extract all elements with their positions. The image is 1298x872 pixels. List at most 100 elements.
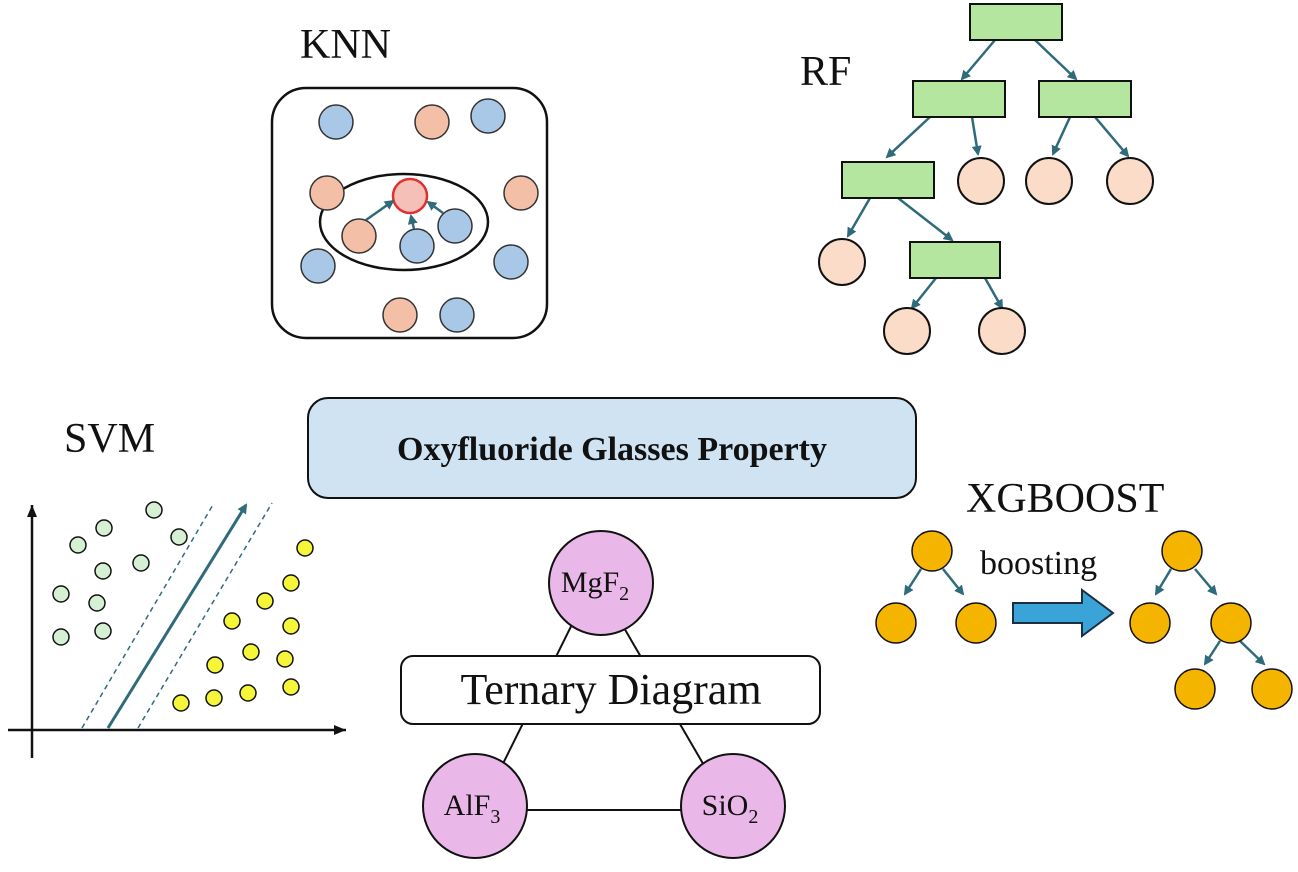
knn-query-point xyxy=(391,177,429,215)
xgb-node xyxy=(911,530,953,572)
xgb-tree-2-nodes xyxy=(1129,530,1293,710)
xgb-node xyxy=(1161,530,1203,572)
center-box xyxy=(307,397,917,499)
xgb-node xyxy=(1210,602,1252,644)
xgb-node xyxy=(1129,602,1171,644)
rf-leaf-node xyxy=(957,157,1005,205)
knn-point-salmon xyxy=(309,175,345,211)
xgb-tree-1-nodes xyxy=(875,530,997,644)
svm-title: SVM xyxy=(64,416,155,462)
ternary-vertex xyxy=(422,753,528,859)
knn-point-salmon xyxy=(341,218,377,254)
svm-point-green xyxy=(52,585,70,603)
knn-neighborhood-ellipse xyxy=(318,172,490,272)
knn-points xyxy=(300,98,539,333)
svm-point-yellow xyxy=(256,592,274,610)
svm-point-green xyxy=(94,622,112,640)
svm-point-green xyxy=(145,501,163,519)
svm-point-yellow xyxy=(206,656,224,674)
svm-point-yellow xyxy=(172,694,190,712)
svm-point-green xyxy=(132,554,150,572)
xgboost-title: XGBOOST xyxy=(966,476,1164,522)
knn-neighbor-arrows xyxy=(365,199,444,230)
center-title-box: Oxyfluoride Glasses Property xyxy=(307,397,917,499)
xgboost-panel: XGBOOST boosting xyxy=(875,476,1293,710)
svm-axes xyxy=(8,505,346,758)
rf-decision-node xyxy=(969,3,1063,41)
rf-decision-nodes xyxy=(841,3,1132,279)
rf-decision-node xyxy=(1038,80,1132,118)
rf-leaf-node xyxy=(1025,157,1073,205)
ternary-node-sio2: SiO2 xyxy=(680,753,786,859)
ternary-title: Ternary Diagram xyxy=(460,665,761,714)
knn-panel: KNN xyxy=(270,22,549,340)
svm-margin-line xyxy=(137,502,273,729)
rf-leaf-node xyxy=(818,238,866,286)
mgf2-label: MgF2 xyxy=(561,566,629,605)
rf-title: RF xyxy=(800,49,851,95)
knn-point-blue xyxy=(318,104,354,140)
knn-arrow xyxy=(426,200,444,215)
knn-arrow xyxy=(365,199,395,222)
svm-point-green xyxy=(170,528,188,546)
svm-point-yellow xyxy=(282,617,300,635)
ternary-vertex xyxy=(680,753,786,859)
svm-point-yellow xyxy=(239,684,257,702)
svm-point-green xyxy=(69,536,87,554)
ternary-label-box xyxy=(400,655,821,725)
svm-yellow-points xyxy=(172,539,314,712)
svm-green-points xyxy=(52,501,188,646)
svm-point-green xyxy=(52,628,70,646)
rf-panel: RF xyxy=(800,3,1154,355)
svm-panel: SVM xyxy=(8,416,346,758)
knn-point-blue xyxy=(439,297,475,333)
svm-margin-line xyxy=(81,502,215,729)
knn-point-blue xyxy=(437,208,473,244)
svm-point-green xyxy=(94,562,112,580)
knn-point-blue xyxy=(493,244,529,280)
svm-point-green xyxy=(95,519,113,537)
alf3-label: AlF3 xyxy=(444,789,501,828)
boosting-arrow xyxy=(1012,588,1115,638)
ternary-panel: MgF2 AlF3 SiO2 Ternary Diagram xyxy=(400,530,821,859)
ternary-node-mgf2: MgF2 xyxy=(548,530,654,636)
svm-point-yellow xyxy=(282,678,300,696)
rf-leaf-node xyxy=(883,307,931,355)
rf-leaf-node xyxy=(978,307,1026,355)
svm-point-yellow xyxy=(296,539,314,557)
boosting-label: boosting xyxy=(980,545,1097,582)
xgb-node xyxy=(955,602,997,644)
svm-boundary xyxy=(81,502,273,729)
svm-point-yellow xyxy=(242,643,260,661)
rf-edges xyxy=(846,39,1130,310)
knn-point-salmon xyxy=(503,175,539,211)
knn-point-blue xyxy=(399,228,435,264)
rf-decision-node xyxy=(841,161,935,199)
xgb-node xyxy=(1251,668,1293,710)
svm-point-green xyxy=(88,594,106,612)
svm-point-yellow xyxy=(205,689,223,707)
sio2-label: SiO2 xyxy=(702,789,759,828)
knn-arrow xyxy=(407,214,418,230)
knn-point-blue xyxy=(300,248,336,284)
xgb-node xyxy=(1174,668,1216,710)
xgb-node xyxy=(875,602,917,644)
svm-point-yellow xyxy=(223,612,241,630)
rf-decision-node xyxy=(912,80,1006,118)
knn-point-blue xyxy=(470,98,506,134)
knn-title: KNN xyxy=(300,22,391,68)
rf-leaf-node xyxy=(1106,157,1154,205)
rf-leaf-nodes xyxy=(818,157,1154,355)
knn-point-salmon xyxy=(414,104,450,140)
rf-decision-node xyxy=(909,241,1001,279)
ternary-node-alf3: AlF3 xyxy=(422,753,528,859)
svm-point-yellow xyxy=(282,574,300,592)
xgb-tree-1-edges xyxy=(903,568,965,596)
knn-point-salmon xyxy=(382,297,418,333)
center-title: Oxyfluoride Glasses Property xyxy=(397,431,827,468)
svm-point-yellow xyxy=(276,650,294,668)
xgb-tree-2-edges xyxy=(1154,568,1266,666)
ternary-vertex xyxy=(548,530,654,636)
svm-hyperplane xyxy=(106,503,248,729)
